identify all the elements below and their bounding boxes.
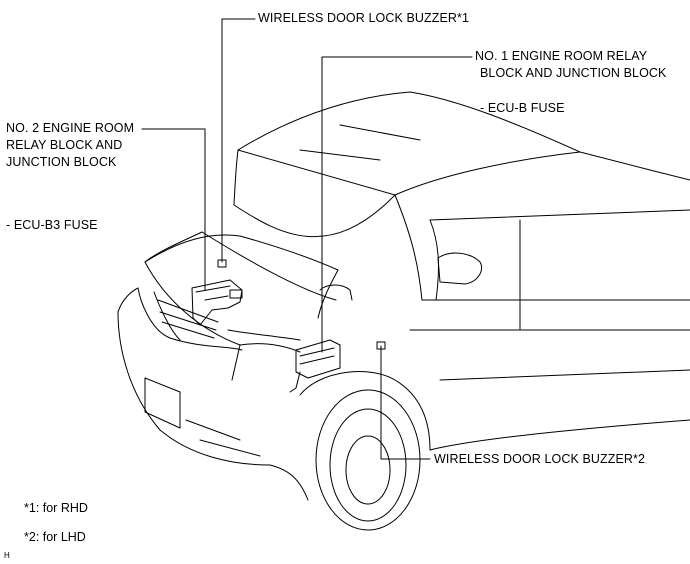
buzzer-1-part bbox=[217, 259, 227, 268]
label-buzzer-2: WIRELESS DOOR LOCK BUZZER*2 bbox=[434, 452, 646, 466]
car-body bbox=[117, 91, 690, 531]
label-relay-1-fuse: - ECU-B FUSE bbox=[480, 101, 565, 115]
note-rhd: *1: for RHD bbox=[24, 501, 88, 515]
leader-lines bbox=[141, 18, 473, 460]
leader-buzzer1 bbox=[221, 18, 256, 263]
label-buzzer-1: WIRELESS DOOR LOCK BUZZER*1 bbox=[258, 11, 470, 25]
label-relay-1-line2: BLOCK AND JUNCTION BLOCK bbox=[480, 66, 667, 80]
relay-block-1 bbox=[289, 339, 341, 393]
label-relay-1-line1: NO. 1 ENGINE ROOM RELAY bbox=[475, 49, 648, 63]
label-relay-2-line3: JUNCTION BLOCK bbox=[6, 155, 117, 169]
buzzer-2-part bbox=[376, 341, 386, 350]
leader-relay1 bbox=[321, 56, 473, 353]
corner-mark: H bbox=[4, 551, 10, 560]
label-relay-2-line1: NO. 2 ENGINE ROOM bbox=[6, 121, 135, 135]
leader-buzzer2 bbox=[380, 345, 431, 460]
label-relay-2-fuse: - ECU-B3 FUSE bbox=[6, 218, 98, 232]
note-lhd: *2: for LHD bbox=[24, 530, 86, 544]
leader-relay2 bbox=[141, 128, 206, 291]
label-relay-2-line2: RELAY BLOCK AND bbox=[6, 138, 123, 152]
relay-block-2 bbox=[191, 279, 243, 326]
